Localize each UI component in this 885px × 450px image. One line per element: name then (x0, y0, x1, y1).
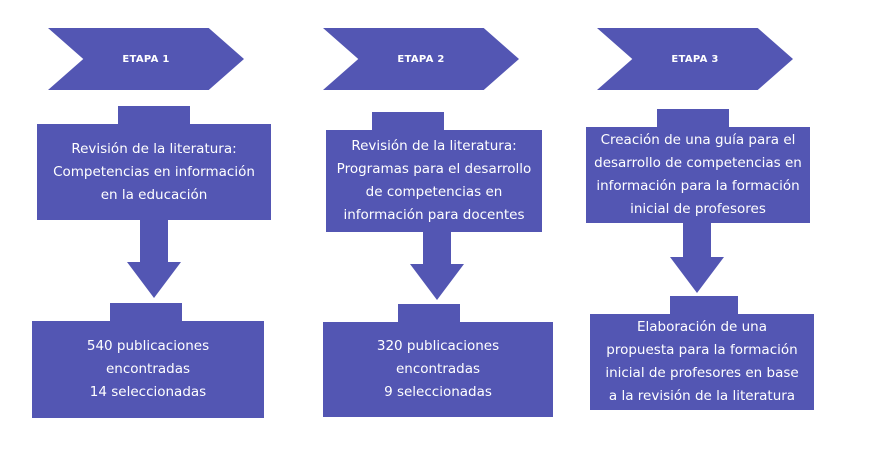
stage-2-bottom-box: 320 publicaciones encontradas 9 seleccio… (323, 322, 553, 417)
stage-1-chevron: ETAPA 1 (48, 28, 244, 90)
stage-1-label: ETAPA 1 (122, 53, 170, 65)
stage-1-bottom-box-tab (110, 303, 182, 323)
stage-2-down-arrow (410, 232, 464, 300)
stage-3-top-box: Creación de una guía para el desarrollo … (586, 127, 810, 223)
stage-2-chevron: ETAPA 2 (323, 28, 519, 90)
stage-3-bottom-box: Elaboración de una propuesta para la for… (590, 314, 814, 410)
stage-2-top-box: Revisión de la literatura: Programas par… (326, 130, 542, 232)
stage-2-bottom-box-tab (398, 304, 460, 324)
stage-1-top-box: Revisión de la literatura: Competencias … (37, 124, 271, 220)
stage-1-top-box-tab (118, 106, 190, 126)
stage-3-top-box-tab (657, 109, 729, 129)
stage-3-bottom-box-tab (670, 296, 738, 316)
stage-2-top-box-tab (372, 112, 444, 132)
stage-1-down-arrow (117, 220, 191, 298)
stage-3-down-arrow (670, 223, 724, 293)
stage-2-label: ETAPA 2 (397, 53, 445, 65)
stage-3-label: ETAPA 3 (671, 53, 719, 65)
stage-1-bottom-box: 540 publicaciones encontradas 14 selecci… (32, 321, 264, 418)
stage-3-chevron: ETAPA 3 (597, 28, 793, 90)
